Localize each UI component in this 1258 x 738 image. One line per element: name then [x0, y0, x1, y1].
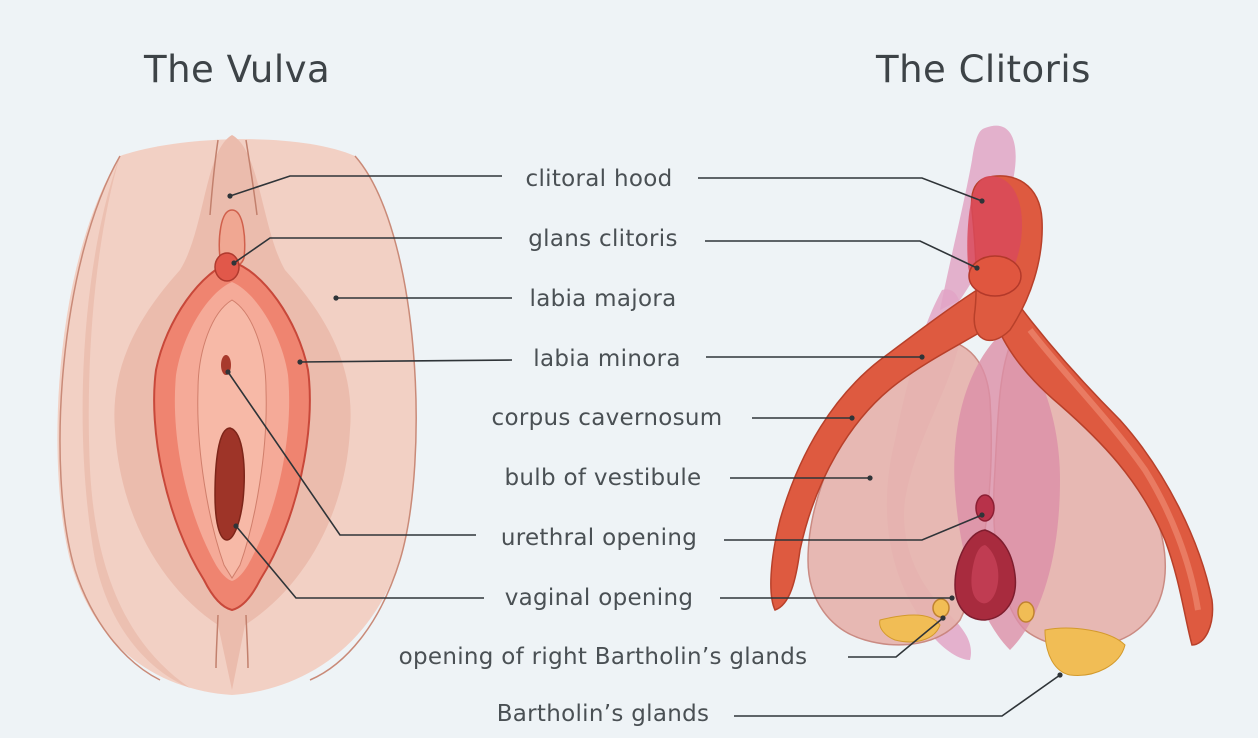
dot-glans-clitoris-right	[974, 265, 980, 271]
leader-labia-minora-left	[299, 359, 513, 363]
leader-glans-clitoris-left	[233, 237, 502, 264]
vulva-cleft	[209, 139, 258, 216]
dot-urethral-opening-right	[979, 512, 985, 518]
label-clitoral-hood: clitoral hood	[525, 166, 673, 192]
label-bulb-of-vestibule: bulb of vestibule	[504, 465, 702, 491]
label-labia-majora: labia majora	[529, 286, 677, 312]
dot-bartholins-glands	[1057, 672, 1063, 678]
label-urethral-opening: urethral opening	[500, 525, 698, 551]
dot-urethral-opening-left	[225, 369, 231, 375]
label-bartholins-glands: Bartholin’s glands	[496, 701, 710, 727]
leader-urethral-opening-right	[724, 514, 983, 541]
vulva-cleft-lower	[215, 614, 249, 669]
dot-bulb-of-vestibule-right	[867, 475, 873, 481]
dot-vaginal-opening-left	[233, 523, 239, 529]
dot-corpus-cavernosum-right	[849, 415, 855, 421]
corpus-cavernosum-right	[994, 298, 1214, 646]
corpus-cavernosum-right-highlight	[1027, 328, 1201, 611]
leader-dots	[225, 193, 1063, 678]
vulva-illustration	[57, 135, 417, 695]
bartholins-gland-right	[1044, 627, 1126, 676]
title-vulva: The Vulva	[144, 48, 331, 91]
clitoris-illustration	[770, 125, 1214, 676]
label-vaginal-opening: vaginal opening	[504, 585, 694, 611]
label-opening-bartholin: opening of right Bartholin’s glands	[398, 644, 808, 670]
leader-lines	[227, 175, 1061, 717]
dot-clitoral-hood-right	[979, 198, 985, 204]
label-labia-minora: labia minora	[533, 346, 681, 372]
label-glans-clitoris: glans clitoris	[528, 226, 678, 252]
dot-labia-majora-left	[333, 295, 339, 301]
vulva-outer-edge-left	[59, 155, 161, 681]
leader-bartholins-glands	[734, 674, 1061, 717]
leader-urethral-opening-left	[227, 371, 476, 536]
bartholin-duct-right	[1017, 601, 1035, 623]
leader-clitoral-hood-left	[229, 175, 502, 197]
label-corpus-cavernosum: corpus cavernosum	[491, 405, 723, 431]
vaginal-opening-inner	[971, 545, 999, 604]
dot-glans-clitoris-left	[231, 260, 237, 266]
bartholins-gland-left	[879, 614, 941, 643]
dot-vaginal-opening-right	[949, 595, 955, 601]
dot-clitoral-hood-left	[227, 193, 233, 199]
glans-clitoris-shape	[214, 252, 240, 282]
bartholin-duct-left	[932, 598, 950, 618]
title-clitoris: The Clitoris	[876, 48, 1091, 91]
dot-labia-minora-left	[297, 359, 303, 365]
leader-vaginal-opening-left	[235, 525, 484, 599]
dot-labia-minora-right	[919, 354, 925, 360]
glans-clitoris-illustration	[968, 255, 1022, 297]
dot-opening-bartholin	[940, 615, 946, 621]
vaginal-opening-shape	[214, 427, 245, 541]
leader-glans-clitoris-right	[705, 240, 978, 269]
leader-opening-bartholin	[848, 617, 944, 658]
leader-clitoral-hood-right	[698, 177, 983, 202]
